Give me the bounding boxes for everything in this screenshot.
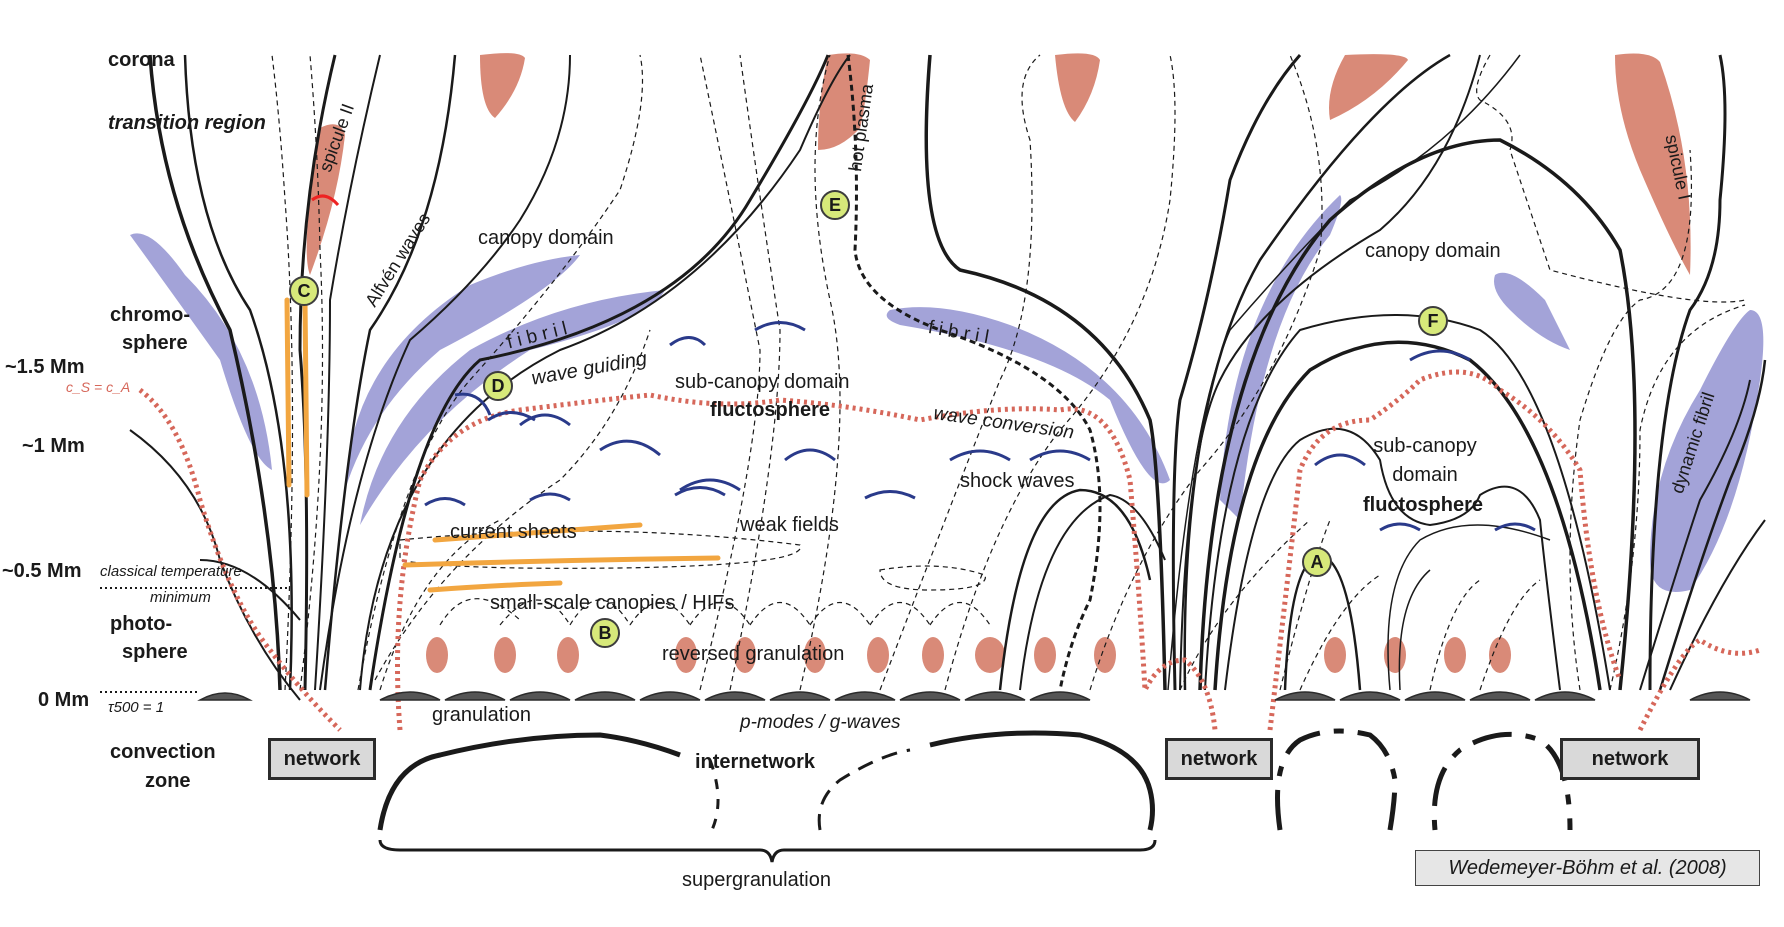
label-current-sheets: current sheets [450,521,577,543]
label-fluctosphere-left: fluctosphere [710,399,831,421]
spicule-ii-tick [311,194,340,207]
marker-a: A [1302,547,1332,577]
label-tau: τ500 = 1 [108,699,165,716]
current-sheets [284,297,721,593]
spicule-top-right [1329,54,1408,120]
spicule-ii [306,124,345,275]
label-chromosphere-2: sphere [122,332,188,354]
dynamic-fibril-shape [1650,310,1764,592]
label-photosphere-1: photo- [110,613,173,635]
supergranulation-arcs [377,728,1573,863]
label-zone: zone [145,770,191,792]
label-cs-ca: c_S = c_A [66,379,131,395]
marker-b: B [590,618,620,648]
label-photosphere-2: sphere [122,641,188,663]
fibril-right-left [1220,195,1342,520]
spicule-top-left [480,53,525,119]
label-sub-canopy-right-2: domain [1392,464,1458,486]
solid-field-lines [129,53,1767,701]
label-corona: corona [108,49,175,71]
label-height-0.5: ~0.5 Mm [2,560,82,582]
label-canopy-domain-left: canopy domain [478,227,614,249]
fibril-left-2 [360,290,665,525]
label-small-scale-canopies: small-scale canopies / HIFs [490,592,735,614]
network-box-middle: network [1165,738,1273,780]
label-minimum: minimum [150,589,211,606]
label-shock-waves: shock waves [960,470,1075,492]
spicule-top-middle [1055,53,1100,123]
thick-dashed-line [846,54,1102,691]
label-supergranulation: supergranulation [682,869,831,891]
marker-d: D [483,371,513,401]
fibril-middle [886,307,1170,484]
label-height-1.5: ~1.5 Mm [5,356,85,378]
spicule-i [1615,53,1691,275]
label-canopy-domain-right: canopy domain [1365,240,1501,262]
granulation-cells [197,691,1751,701]
label-height-0: 0 Mm [38,689,90,711]
spicules [306,53,1691,673]
marker-f: F [1418,306,1448,336]
hot-plasma [818,53,870,151]
credit-box: Wedemeyer-Böhm et al. (2008) [1415,850,1760,886]
label-internetwork: internetwork [695,751,816,773]
label-weak-fields: weak fields [740,514,839,536]
label-granulation: granulation [432,704,531,726]
cs-ca-line [138,369,1761,732]
reversed-granulation-blobs [426,637,1511,673]
fibril-right-inner [1494,272,1570,350]
fibril-far-left [130,233,272,470]
label-chromosphere-1: chromo- [110,304,190,326]
wave-arcs [424,321,1536,532]
label-convection: convection [110,741,216,763]
marker-c: C [289,276,319,306]
network-box-left: network [268,738,376,780]
label-classical-temperature: classical temperature [100,563,242,580]
fibril-left-1 [345,255,580,490]
marker-e: E [820,190,850,220]
label-reversed-granulation: reversed granulation [662,643,845,665]
network-box-right: network [1560,738,1700,780]
label-fluctosphere-right: fluctosphere [1363,494,1484,516]
label-p-modes: p-modes / g-waves [740,712,901,733]
label-transition-region: transition region [108,112,266,134]
label-sub-canopy-domain-left: sub-canopy domain [675,371,850,393]
label-sub-canopy-right-1: sub-canopy [1373,435,1477,457]
label-height-1: ~1 Mm [22,435,85,457]
